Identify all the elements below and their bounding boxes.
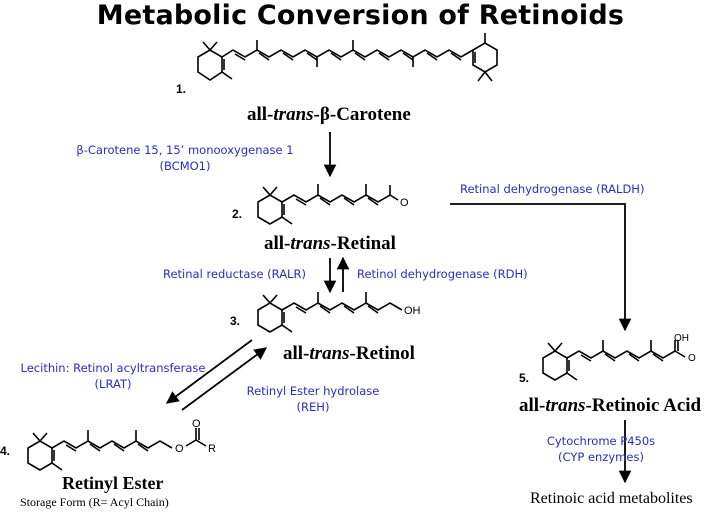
- compound-number-4: 4.: [0, 444, 10, 458]
- ester-carbonyl-o-label: O: [192, 418, 201, 430]
- acid-o-label: O: [688, 353, 696, 364]
- arrow-retinal-to-retinoic-acid: [450, 203, 632, 332]
- aldehyde-o-label: O: [400, 197, 409, 209]
- compound-name-retinyl-ester: Retinyl Ester: [62, 473, 164, 493]
- enzyme-label-ralr: Retinal reductase (RALR): [163, 267, 306, 281]
- acid-oh-label: OH: [674, 333, 689, 344]
- diagram-title: Metabolic Conversion of Retinoids: [96, 0, 625, 31]
- compound-number-2: 2.: [232, 207, 242, 221]
- hydroxyl-label: OH: [404, 305, 421, 317]
- ester-o-label: O: [175, 443, 184, 455]
- retinoic-acid-structure: [542, 340, 686, 381]
- end-product-label: Retinoic acid metabolites: [530, 490, 693, 507]
- retinyl-ester-subtitle: Storage Form (R= Acyl Chain): [20, 495, 169, 509]
- enzyme-label-raldh: Retinal dehydrogenase (RALDH): [460, 182, 645, 196]
- r-group-label: R: [208, 443, 216, 455]
- retinal-structure: [257, 184, 399, 225]
- enzyme-label-reh: Retinyl Ester hydrolase (REH): [246, 384, 380, 414]
- compound-name-retinol: all-trans-Retinol: [283, 343, 415, 364]
- arrow-retinol-to-ester: [165, 339, 253, 404]
- retinyl-ester-structure: [27, 428, 207, 471]
- compound-number-5: 5.: [519, 371, 529, 385]
- beta-carotene-structure: [197, 33, 498, 82]
- enzyme-label-cyp: Cytochrome P450s (CYP enzymes): [546, 434, 656, 464]
- enzyme-label-rdh: Retinol dehydrogenase (RDH): [357, 267, 528, 281]
- enzyme-label-bcmo1: β-Carotene 15, 15’ monooxygenase 1 (BCMO…: [76, 143, 294, 173]
- compound-name-retinoic-acid: all-trans-Retinoic Acid: [519, 395, 702, 416]
- compound-name-retinal: all-trans-Retinal: [264, 233, 396, 254]
- retinol-structure: [257, 292, 403, 333]
- compound-number-1: 1.: [176, 82, 186, 96]
- compound-name-carotene: all-trans-β-Carotene: [247, 104, 411, 125]
- arrow-ester-to-retinol: [181, 347, 268, 411]
- compound-number-3: 3.: [230, 314, 240, 328]
- enzyme-label-lrat: Lecithin: Retinol acyltransferase (LRAT): [20, 361, 206, 391]
